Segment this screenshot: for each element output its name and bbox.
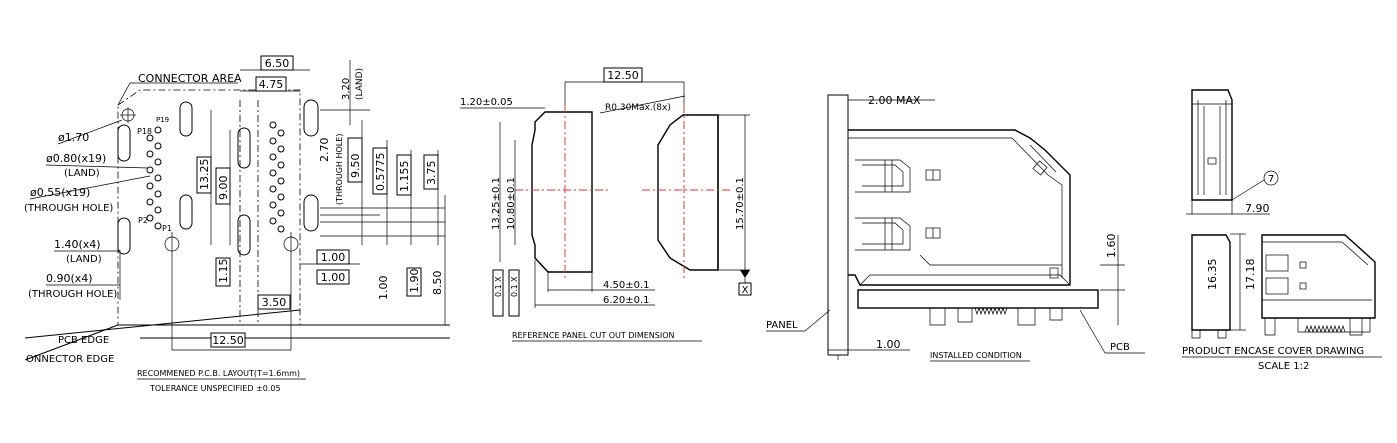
pin-p19: P19 [156, 116, 169, 124]
label-through-hole-b: (THROUGH HOLE) [28, 289, 117, 300]
installed-dim-2-00: 2.00 MAX [868, 94, 921, 107]
cutout-radius: R0.30Max.(8x) [605, 103, 671, 113]
scale-note: SCALE 1:2 [1258, 361, 1309, 372]
pad-column-left [146, 126, 162, 230]
installed-dim-1-00: 1.00 [876, 338, 901, 351]
label-phi-0-80: ø0.80(x19) [46, 152, 106, 165]
dim-1-00-vertical: 1.00 [377, 276, 390, 301]
dim-1-00-a: 1.00 [321, 251, 346, 264]
cutout-dim-6-20: 6.20±0.1 [603, 295, 650, 306]
dim-9-00: 9.00 [217, 176, 230, 201]
installed-dim-1-60: 1.60 [1105, 234, 1118, 259]
pad-column-center [269, 121, 285, 233]
dim-0-5775: 0.5775 [374, 153, 387, 192]
label-pcb-edge: PCB EDGE [58, 335, 109, 346]
label-through-hole: (THROUGH HOLE) [24, 203, 113, 214]
cutout-dim-12-50: 12.50 [607, 69, 639, 82]
dim-13-25: 13.25 [198, 159, 211, 191]
encase-dim-16-35: 16.35 [1206, 259, 1219, 291]
label-phi-0-55: ø0.55(x19) [30, 186, 90, 199]
dim-2-70: 2.70 [318, 138, 331, 163]
dim-1-155: 1.155 [398, 161, 411, 193]
label-land-b: (LAND) [66, 254, 102, 265]
dim-9-50: 9.50 [349, 154, 362, 179]
pin-p1: P1 [162, 224, 172, 233]
pin-p2: P2 [138, 216, 148, 225]
slot-lands [117, 99, 319, 256]
label-connector-edge: ONNECTOR EDGE [26, 354, 114, 365]
cutout-dim-13-25: 13.25±0.1 [491, 177, 502, 230]
dim-3-20: 3.20 [341, 78, 352, 100]
cutout-dim-15-70: 15.70±0.1 [735, 177, 746, 230]
label-panel: PANEL [766, 320, 798, 331]
dim-12-50: 12.50 [212, 334, 244, 347]
label-0-90: 0.90(x4) [46, 272, 93, 285]
label-land: (LAND) [64, 168, 100, 179]
cutout-dim-4-50: 4.50±0.1 [603, 280, 650, 291]
tol-datum-a: X [494, 276, 503, 282]
dim-1-00-b: 1.00 [321, 271, 346, 284]
encase-dim-17-18: 17.18 [1244, 259, 1257, 291]
tol-value-b: 0.1 [510, 284, 519, 297]
dim-1-15: 1.15 [217, 259, 230, 284]
title-panel-cutout: REFERENCE PANEL CUT OUT DIMENSION [512, 331, 675, 340]
dim-6-50: 6.50 [265, 57, 290, 70]
title-pcb-layout: RECOMMENED P.C.B. LAYOUT(T=1.6mm) [137, 369, 300, 378]
installed-condition-view: 2.00 MAX 1.60 [766, 94, 1145, 362]
panel-cutout-view: 12.50 1.20±0.05 R0.30Max.(8x) 13.25±0.1 … [460, 67, 752, 342]
label-pcb: PCB [1110, 342, 1130, 353]
label-1-40: 1.40(x4) [54, 238, 101, 251]
tol-datum-b: X [510, 276, 519, 282]
tol-value-a: 0.1 [494, 284, 503, 297]
dim-8-50: 8.50 [431, 271, 444, 296]
through-hole-vertical: (THROUGH HOLE) [335, 134, 344, 205]
title-encase-cover: PRODUCT ENCASE COVER DRAWING [1182, 346, 1364, 357]
cutout-dim-10-80: 10.80±0.1 [506, 177, 517, 230]
pin-p18: P18 [137, 127, 152, 136]
datum-x: X [742, 285, 749, 296]
dim-1-90: 1.90 [408, 269, 421, 294]
cutout-dim-1-20: 1.20±0.05 [460, 97, 513, 108]
title-installed-condition: INSTALLED CONDITION [930, 351, 1022, 360]
pcb-layout-view: 6.50 4.75 3.20 (LAND) CONNECTOR AREA ø1.… [24, 55, 450, 393]
encase-cover-view: 7 7.90 16.35 17.18 PRODUCT ENCASE COVER … [1182, 89, 1382, 372]
dim-3-75: 3.75 [425, 161, 438, 186]
balloon-7: 7 [1268, 174, 1274, 185]
label-connector-area: CONNECTOR AREA [138, 72, 242, 85]
dim-4-75: 4.75 [259, 78, 284, 91]
land-paren: (LAND) [355, 68, 365, 100]
dim-3-50: 3.50 [262, 296, 287, 309]
encase-dim-7-90: 7.90 [1245, 202, 1270, 215]
tolerance-note: TOLERANCE UNSPECIFIED ±0.05 [149, 384, 281, 393]
